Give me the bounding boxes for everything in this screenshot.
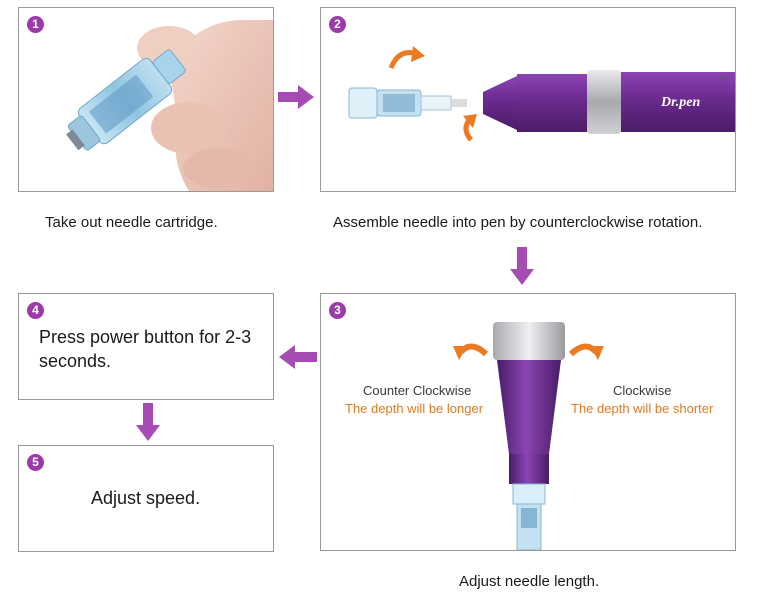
down-arrow-icon: [136, 403, 160, 441]
pen-assembly-image: Dr.pen TM: [348, 46, 735, 142]
step-number-badge: 4: [27, 302, 44, 319]
step-1-panel: 1: [18, 7, 274, 192]
step-2-panel: 2 Dr.pen TM: [320, 7, 736, 192]
step-1-caption: Take out needle cartridge.: [45, 214, 218, 231]
down-arrow-icon: [278, 85, 314, 109]
step-number-badge: 1: [27, 16, 44, 33]
step-4-panel: 4 Press power button for 2-3 seconds.: [18, 293, 274, 400]
step-5-panel: 5 Adjust speed.: [18, 445, 274, 552]
longer-depth-note: The depth will be longer: [345, 401, 484, 416]
step-number-badge: 2: [329, 16, 346, 33]
hand-holding-cartridge-image: [66, 19, 273, 191]
shorter-depth-note: The depth will be shorter: [571, 401, 714, 416]
down-arrow-icon: [510, 247, 534, 285]
clockwise-label: Clockwise: [613, 383, 672, 398]
step-3-panel: 3 Counter Clockwise The depth will be lo…: [320, 293, 736, 551]
step-2-caption: Assemble needle into pen by counterclock…: [333, 214, 703, 231]
counter-clockwise-label: Counter Clockwise: [363, 383, 472, 398]
step-number-badge: 3: [329, 302, 346, 319]
svg-text:TM: TM: [719, 76, 728, 82]
pen-depth-image: [453, 322, 604, 550]
step-4-text-line-1: Press power button for 2-3: [39, 327, 252, 347]
down-arrow-icon: [279, 345, 317, 369]
pen-logo: Dr.pen: [660, 95, 701, 110]
step-5-text: Adjust speed.: [91, 488, 201, 508]
step-3-caption: Adjust needle length.: [459, 573, 600, 590]
step-number-badge: 5: [27, 454, 44, 471]
step-4-text-line-2: seconds.: [39, 351, 112, 371]
